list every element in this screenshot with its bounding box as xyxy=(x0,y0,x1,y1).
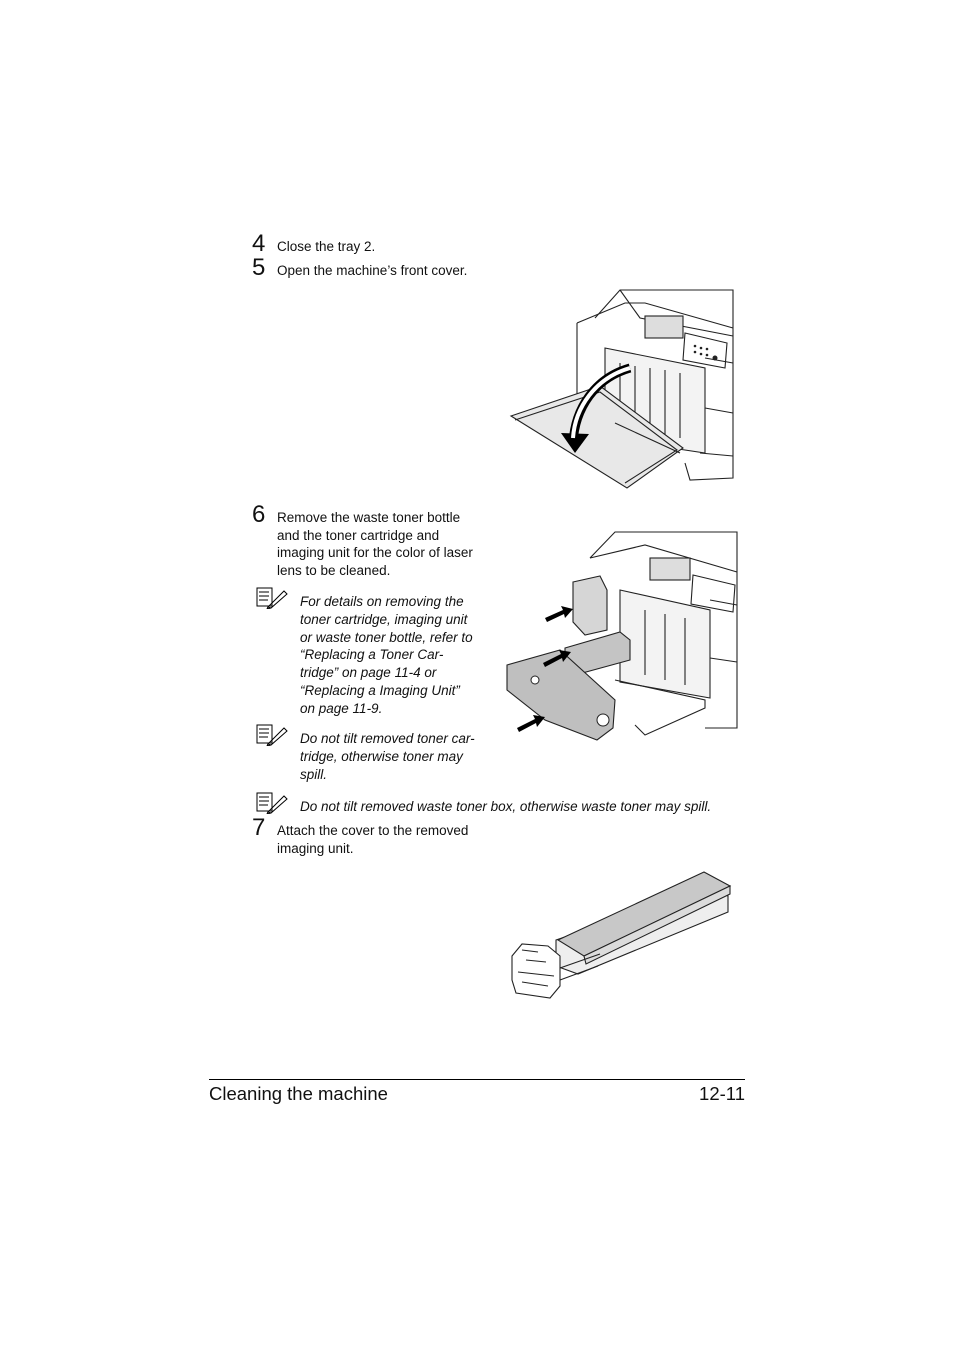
note-line: “Replacing a Toner Car- xyxy=(300,647,444,663)
note-pencil-icon xyxy=(256,792,288,814)
step-4-number: 4 xyxy=(252,230,266,257)
step-6-line: Remove the waste toner bottle xyxy=(277,510,461,525)
footer-section-title: Cleaning the machine xyxy=(209,1083,388,1104)
note-details-removal: For details on removing the toner cartri… xyxy=(300,593,473,718)
note-pencil-icon xyxy=(256,587,288,609)
step-5-text: Open the machine’s front cover. xyxy=(277,263,468,278)
figure-imaging-unit-cover xyxy=(511,871,732,999)
step-6-line: imaging unit for the color of laser xyxy=(277,545,473,560)
note-line: toner cartridge, imaging unit xyxy=(300,611,468,627)
step-7-line: imaging unit. xyxy=(277,840,354,856)
note-line: For details on removing the xyxy=(300,594,464,609)
note-line: tridge, otherwise toner may xyxy=(300,748,463,764)
note-pencil-icon xyxy=(256,724,288,746)
note-line: on page 11-9. xyxy=(300,700,383,716)
note-line: tridge” on page 11-4 or xyxy=(300,665,437,681)
step-7-line: Attach the cover to the removed xyxy=(277,823,469,838)
step-5-number: 5 xyxy=(252,254,266,281)
note-waste-toner-tilt: Do not tilt removed waste toner box, oth… xyxy=(300,799,712,814)
step-6-number: 6 xyxy=(252,501,266,528)
step-7-number: 7 xyxy=(252,814,266,841)
footer-rule xyxy=(209,1079,745,1080)
footer-page-number: 12-11 xyxy=(699,1083,745,1104)
step-6-line: and the toner cartridge and xyxy=(277,527,440,543)
note-line: Do not tilt removed toner car- xyxy=(300,731,475,746)
figure-remove-consumables xyxy=(506,531,738,741)
step-4-text: Close the tray 2. xyxy=(277,239,376,254)
note-line: “Replacing a Imaging Unit” xyxy=(300,682,460,698)
step-6-text: Remove the waste toner bottle and the to… xyxy=(277,509,473,579)
figure-open-front-cover xyxy=(509,289,734,489)
note-line: spill. xyxy=(300,766,328,782)
step-6-line: lens to be cleaned. xyxy=(277,562,391,578)
note-toner-tilt: Do not tilt removed toner car- tridge, o… xyxy=(300,730,475,783)
step-7-text: Attach the cover to the removed imaging … xyxy=(277,822,468,857)
note-line: or waste toner bottle, refer to xyxy=(300,629,473,645)
